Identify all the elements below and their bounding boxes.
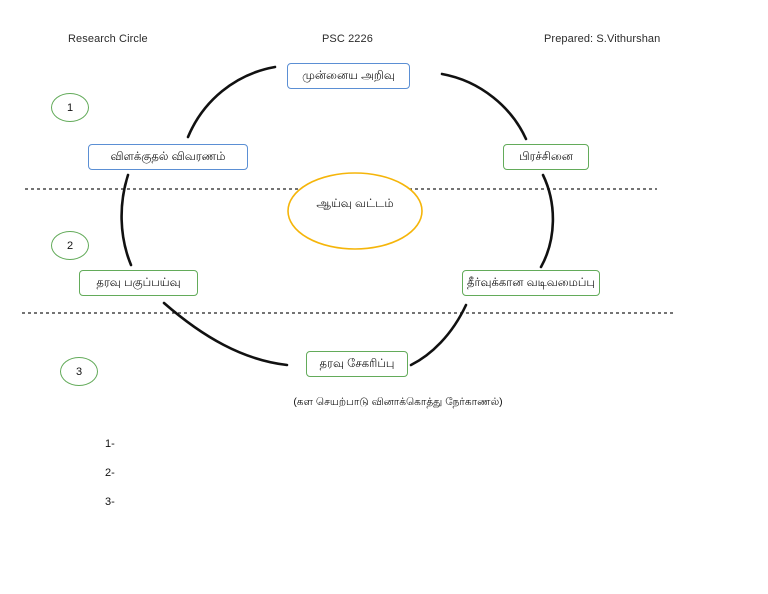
node-problem[interactable]: பிரச்சினை <box>503 144 589 170</box>
arc-explain-to-prior <box>186 65 277 139</box>
header-course-code: PSC 2226 <box>322 33 373 45</box>
arc-problem-to-design <box>539 173 555 269</box>
node-data-analysis[interactable]: தரவு பகுப்பய்வு <box>79 270 198 296</box>
stage-badge-1: 1 <box>51 93 89 122</box>
header-prepared-by: Prepared: S.Vithurshan <box>544 33 661 45</box>
stage-badge-3: 3 <box>60 357 98 386</box>
list-item: 1- <box>105 438 115 450</box>
arc-collect-to-analysis <box>162 301 289 367</box>
arc-prior-to-problem <box>440 72 528 141</box>
stage-badge-2: 2 <box>51 231 89 260</box>
answer-blanks-list: 1- 2- 3- <box>105 439 115 526</box>
center-ellipse-label: ஆய்வு வட்டம் <box>316 198 394 210</box>
node-data-collection[interactable]: தரவு சேகரிப்பு <box>306 351 408 377</box>
data-collection-caption: (கள செயற்பாடு வினாக்கொத்து நேர்காணல்) <box>293 396 503 408</box>
node-solution-design[interactable]: தீர்வுக்கான வடிவமைப்பு <box>462 270 600 296</box>
node-prior-knowledge[interactable]: முன்னைய அறிவு <box>287 63 410 89</box>
arc-design-to-collect <box>409 303 468 367</box>
header-left-title: Research Circle <box>68 33 148 45</box>
list-item: 2- <box>105 467 115 479</box>
node-explanation-description[interactable]: விளக்குதல் விவரணம் <box>88 144 248 170</box>
arc-analysis-to-explain <box>120 173 133 267</box>
list-item: 3- <box>105 496 115 508</box>
center-ellipse <box>287 172 423 250</box>
